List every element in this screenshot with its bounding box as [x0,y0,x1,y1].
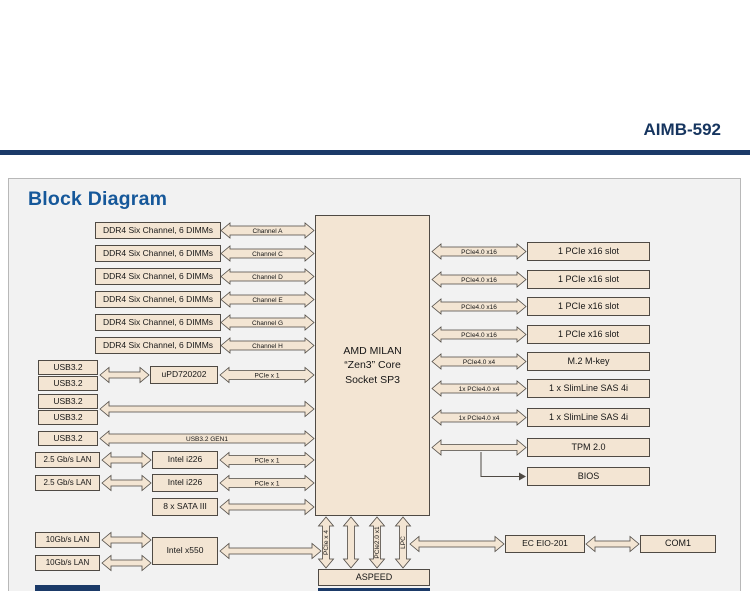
lan10-box-1: 10Gb/s LAN [35,532,100,548]
connector-label: PCIe x 1 [255,372,280,379]
pcie-slot-box-2: 1 PCIe x16 slot [527,270,650,289]
connector-arrow [585,535,640,553]
connector-label: Channel H [252,343,283,350]
ec-box: EC EIO-201 [505,535,585,553]
connector-arrow [219,451,315,469]
connector-label: PCIe x 4 [323,530,330,555]
connector-label: Channel G [252,320,283,327]
ddr4-dimm-box-4: DDR4 Six Channel, 6 DIMMs [95,291,221,308]
connector-label: PCIe x 1 [255,457,280,464]
usb-box-3: USB3.2 [38,394,98,409]
pcie-slot-box-3: 1 PCIe x16 slot [527,297,650,316]
i226-box-1: Intel i226 [152,451,218,469]
connector-arrow [219,474,315,492]
connector-arrow [101,474,152,492]
sata-box: 8 x SATA III [152,498,218,516]
connector-label: PCIe4.0 x4 [463,359,496,366]
connector-label: PCIe4.0 x16 [461,332,497,339]
cpu-box: AMD MILAN “Zen3” Core Socket SP3 [315,215,430,516]
connector-arrow [220,314,315,331]
usb-box-2: USB3.2 [38,376,98,391]
section-heading: Block Diagram [28,188,168,210]
connector-arrow [317,516,335,569]
connector-arrow [101,554,152,572]
connector-arrow [431,271,527,288]
connector-arrow [431,409,527,426]
connector-label: USB3.2 GEN1 [186,436,228,443]
aspeed-box: ASPEED [318,569,430,586]
connector-arrow [99,430,315,447]
sas-box-1: 1 x SlimLine SAS 4i [527,379,650,398]
tpm-box: TPM 2.0 [527,438,650,457]
connector-label: PCIe2.0 x1 [374,526,381,559]
connector-label: Channel C [252,251,283,258]
connector-arrow [99,366,150,384]
connector-arrow [368,516,386,569]
lan25-box-2: 2.5 Gb/s LAN [35,475,100,491]
connector-arrow [394,516,412,569]
pcie-slot-box-1: 1 PCIe x16 slot [527,242,650,261]
connector-arrow [220,268,315,285]
usb-hub-box: uPD720202 [150,366,218,384]
usb-box-5: USB3.2 [38,431,98,446]
connector-label: LPC [400,536,407,549]
connector-arrow [101,451,152,469]
connector-label: PCIe4.0 x16 [461,304,497,311]
connector-arrow [409,535,505,553]
sas-box-2: 1 x SlimLine SAS 4i [527,408,650,427]
cpu-line2: “Zen3” Core [344,359,401,372]
usb-box-1: USB3.2 [38,360,98,375]
connector-arrow [220,291,315,308]
connector-arrow [220,222,315,239]
ddr4-dimm-box-5: DDR4 Six Channel, 6 DIMMs [95,314,221,331]
connector-label: PCIe4.0 x16 [461,249,497,256]
lan25-box-1: 2.5 Gb/s LAN [35,452,100,468]
cpu-line1: AMD MILAN [343,345,402,358]
usb-box-4: USB3.2 [38,410,98,425]
connector-label: Channel D [252,274,283,281]
connector-arrow [431,380,527,397]
connector-label: Channel A [253,228,284,235]
ddr4-dimm-box-2: DDR4 Six Channel, 6 DIMMs [95,245,221,262]
lan10-box-2: 10Gb/s LAN [35,555,100,571]
connector-arrow [99,400,315,418]
bios-wire-arrowhead [519,472,526,481]
bios-box: BIOS [527,467,650,486]
connector-arrow [219,542,322,560]
connector-arrow [431,326,527,343]
i226-box-2: Intel i226 [152,474,218,492]
connector-arrow [220,337,315,354]
product-title: AIMB-592 [643,120,721,139]
m2-box: M.2 M-key [527,352,650,371]
tpm-bios-wire [480,452,519,477]
ddr4-dimm-box-3: DDR4 Six Channel, 6 DIMMs [95,268,221,285]
connector-label: PCIe x 1 [255,480,280,487]
connector-arrow [431,298,527,315]
connector-arrow [431,439,527,456]
connector-arrow [220,245,315,262]
connector-label: PCIe4.0 x16 [461,277,497,284]
com1-box: COM1 [640,535,716,553]
connector-arrow [101,531,152,549]
connector-arrow [219,498,315,516]
ddr4-dimm-box-1: DDR4 Six Channel, 6 DIMMs [95,222,221,239]
ddr4-dimm-box-6: DDR4 Six Channel, 6 DIMMs [95,337,221,354]
connector-label: 1x PCIe4.0 x4 [459,386,500,393]
connector-label: Channel E [252,297,283,304]
header-rule [0,150,750,155]
x550-box: Intel x550 [152,537,218,565]
pcie-slot-box-4: 1 PCIe x16 slot [527,325,650,344]
connector-label: 1x PCIe4.0 x4 [459,415,500,422]
connector-arrow [342,516,360,569]
connector-arrow [431,353,527,370]
cutoff-box-bottom-left [35,585,100,591]
cutoff-box-bottom-center [318,588,430,591]
connector-arrow [219,366,315,384]
cpu-line3: Socket SP3 [345,373,400,386]
connector-arrow [431,243,527,260]
